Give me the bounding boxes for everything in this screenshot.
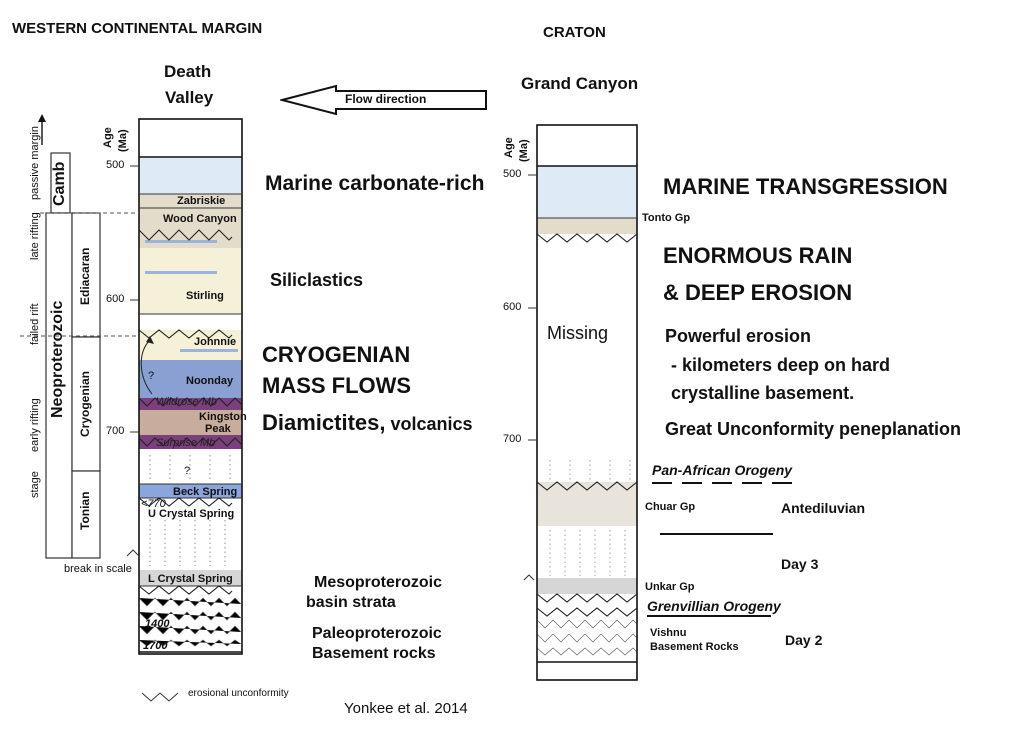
gc-unit-chuar: Chuar Gp: [645, 501, 696, 513]
label-cambrian: Camb: [51, 161, 68, 206]
note-diamictites-volcanics: Diamictites, volcanics: [262, 410, 473, 435]
gc-age-axis-title: Age: [503, 137, 515, 158]
gc-cambrian-fill: [537, 166, 637, 218]
pan-african-dashes: [652, 482, 792, 484]
dv-l-crystal-fill: [139, 570, 242, 586]
dv-beck-fill: [139, 484, 242, 498]
dv-age-axis-unit: (Ma): [117, 129, 129, 152]
age-lt-770: <770: [141, 498, 166, 510]
western-margin-header: WESTERN CONTINENTAL MARGIN: [12, 20, 263, 37]
dv-age-axis-title: Age: [102, 127, 114, 148]
note-deep-erosion: & DEEP EROSION: [663, 280, 853, 305]
age-1400: 1400: [145, 618, 170, 630]
note-antediluvian: Antediluvian: [781, 500, 866, 516]
dv-tick-500: 500: [106, 159, 125, 171]
flow-direction-arrow: [280, 84, 487, 116]
label-cryogenian: Cryogenian: [78, 370, 92, 437]
label-early-rifting: early rifting: [29, 398, 41, 452]
gc-chuar-fill: [537, 482, 637, 526]
dv-noonday-fill: [139, 360, 242, 398]
note-siliclastics: Siliclastics: [270, 270, 364, 290]
gc-missing-label: Missing: [547, 323, 609, 343]
note-great-unconformity: Great Unconformity peneplanation: [665, 419, 962, 439]
note-enormous-rain: ENORMOUS RAIN: [663, 243, 853, 268]
dv-zabriskie-fill: [139, 194, 242, 208]
grenvillian-underline: [647, 615, 771, 617]
grand-canyon-title: Grand Canyon: [521, 74, 639, 93]
note-mesoproterozoic: Mesoproterozoic: [314, 574, 443, 591]
label-ediacaran: Ediacaran: [78, 247, 92, 305]
unit-u-crystal-spring: U Crystal Spring: [148, 508, 235, 520]
unit-stirling: Stirling: [186, 290, 224, 302]
gc-tonto-fill: [537, 218, 637, 234]
gc-unkar-fill: [537, 578, 637, 594]
dv-question-mark: ?: [184, 465, 191, 477]
label-neoproterozoic: Neoproterozoic: [49, 300, 66, 418]
unit-noonday: Noonday: [186, 375, 234, 387]
dv-tick-700: 700: [106, 425, 125, 437]
death-valley-title-line1: Death: [164, 62, 212, 81]
note-cryogenian: CRYOGENIAN: [262, 342, 411, 367]
note-mass-flows: MASS FLOWS: [262, 373, 412, 398]
unit-l-crystal-spring: L Crystal Spring: [148, 573, 233, 585]
craton-header: CRATON: [543, 24, 606, 41]
unit-wood-canyon: Wood Canyon: [163, 213, 237, 225]
gc-age-axis-unit: (Ma): [518, 139, 530, 162]
dv-kingston-fill: [139, 410, 242, 438]
unit-beck-spring: Beck Spring: [173, 486, 238, 498]
dv-question-mark-arrow: ?: [148, 370, 155, 382]
break-in-scale-label: break in scale: [64, 563, 132, 575]
unit-kingston-line2: Peak: [205, 423, 231, 435]
dv-stirling-fill: [139, 248, 242, 314]
death-valley-column: [20, 114, 243, 702]
note-paleoproterozoic: Paleoproterozoic: [312, 625, 442, 642]
note-powerful-erosion: Powerful erosion: [665, 326, 812, 346]
label-stage: stage: [29, 471, 41, 498]
citation: Yonkee et al. 2014: [344, 700, 468, 717]
note-marine-carbonate-rich: Marine carbonate-rich: [265, 172, 485, 195]
legend-erosional-unconformity: erosional unconformity: [188, 688, 289, 699]
note-pan-african-orogeny: Pan-African Orogeny: [652, 462, 793, 478]
gc-tick-500: 500: [503, 168, 522, 180]
unit-kingston-line1: Kingston: [199, 411, 247, 423]
note-grenvillian-orogeny: Grenvillian Orogeny: [647, 598, 781, 614]
note-crystalline-basement: crystalline basement.: [671, 383, 855, 403]
death-valley-title-line2: Valley: [165, 88, 214, 107]
gc-tick-700: 700: [503, 433, 522, 445]
unit-johnnie: Johnnie: [194, 336, 237, 348]
gc-tick-600: 600: [503, 301, 522, 313]
label-late-rifting: late rifting: [29, 212, 41, 260]
note-kilometers-deep: - kilometers deep on hard: [671, 355, 891, 375]
note-day-3: Day 3: [781, 556, 819, 572]
label-passive-margin: passive margin: [29, 126, 41, 200]
gc-unit-vishnu-line1: Vishnu: [650, 627, 687, 639]
unit-zabriskie: Zabriskie: [177, 195, 226, 207]
gc-unit-unkar: Unkar Gp: [645, 581, 695, 593]
note-basement-rocks: Basement rocks: [312, 645, 436, 662]
label-failed-rift: failed rift: [29, 303, 41, 345]
dv-tick-600: 600: [106, 293, 125, 305]
gc-unit-tonto: Tonto Gp: [642, 212, 691, 224]
age-1700: 1700: [143, 640, 168, 652]
flow-direction-label: Flow direction: [345, 92, 427, 106]
gc-unit-vishnu-line2: Basement Rocks: [650, 641, 739, 653]
unit-surprise-mb: Surprise Mb: [156, 437, 216, 449]
note-day-2: Day 2: [785, 632, 823, 648]
unit-wildrose-mb: Wildrose Mb: [156, 396, 218, 408]
label-tonian: Tonian: [78, 491, 92, 530]
grand-canyon-column: [523, 124, 638, 681]
dv-cambrian-fill: [139, 157, 242, 194]
note-marine-transgression: MARINE TRANSGRESSION: [663, 174, 948, 199]
flood-boundary-line: [660, 533, 773, 535]
note-basin-strata: basin strata: [306, 594, 396, 611]
